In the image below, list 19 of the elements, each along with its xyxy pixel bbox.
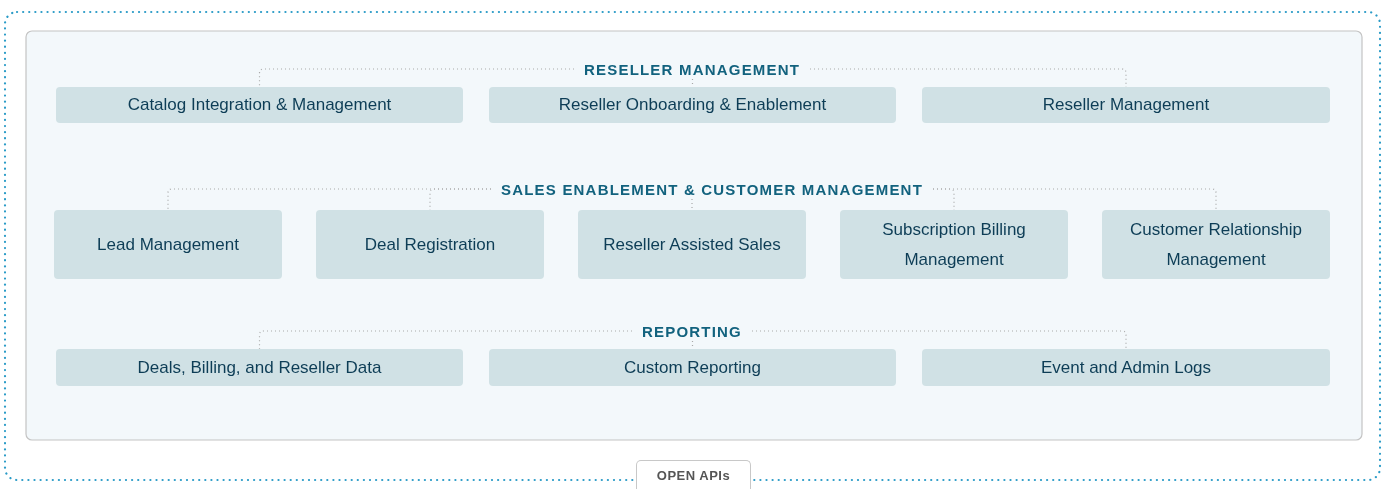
module-box: Catalog Integration & Management bbox=[56, 87, 463, 123]
module-box: Reseller Assisted Sales bbox=[578, 210, 806, 279]
section-heading: SALES ENABLEMENT & CUSTOMER MANAGEMENT bbox=[491, 179, 933, 199]
connector-line bbox=[932, 188, 1217, 211]
connector-line bbox=[258, 68, 575, 88]
module-box: Deals, Billing, and Reseller Data bbox=[56, 349, 463, 386]
module-box: Custom Reporting bbox=[489, 349, 896, 386]
module-box: Customer Relationship Management bbox=[1102, 210, 1330, 279]
module-box: Reseller Onboarding & Enablement bbox=[489, 87, 896, 123]
section-heading: REPORTING bbox=[632, 321, 752, 341]
api-tab: OPEN APIs bbox=[636, 460, 751, 489]
connector-line bbox=[258, 330, 633, 350]
section-heading: RESELLER MANAGEMENT bbox=[574, 59, 811, 79]
module-box: Subscription Billing Management bbox=[840, 210, 1068, 279]
module-box: Lead Management bbox=[54, 210, 282, 279]
module-box: Deal Registration bbox=[316, 210, 544, 279]
module-box: Event and Admin Logs bbox=[922, 349, 1330, 386]
connector-line bbox=[751, 330, 1127, 350]
module-box: Reseller Management bbox=[922, 87, 1330, 123]
